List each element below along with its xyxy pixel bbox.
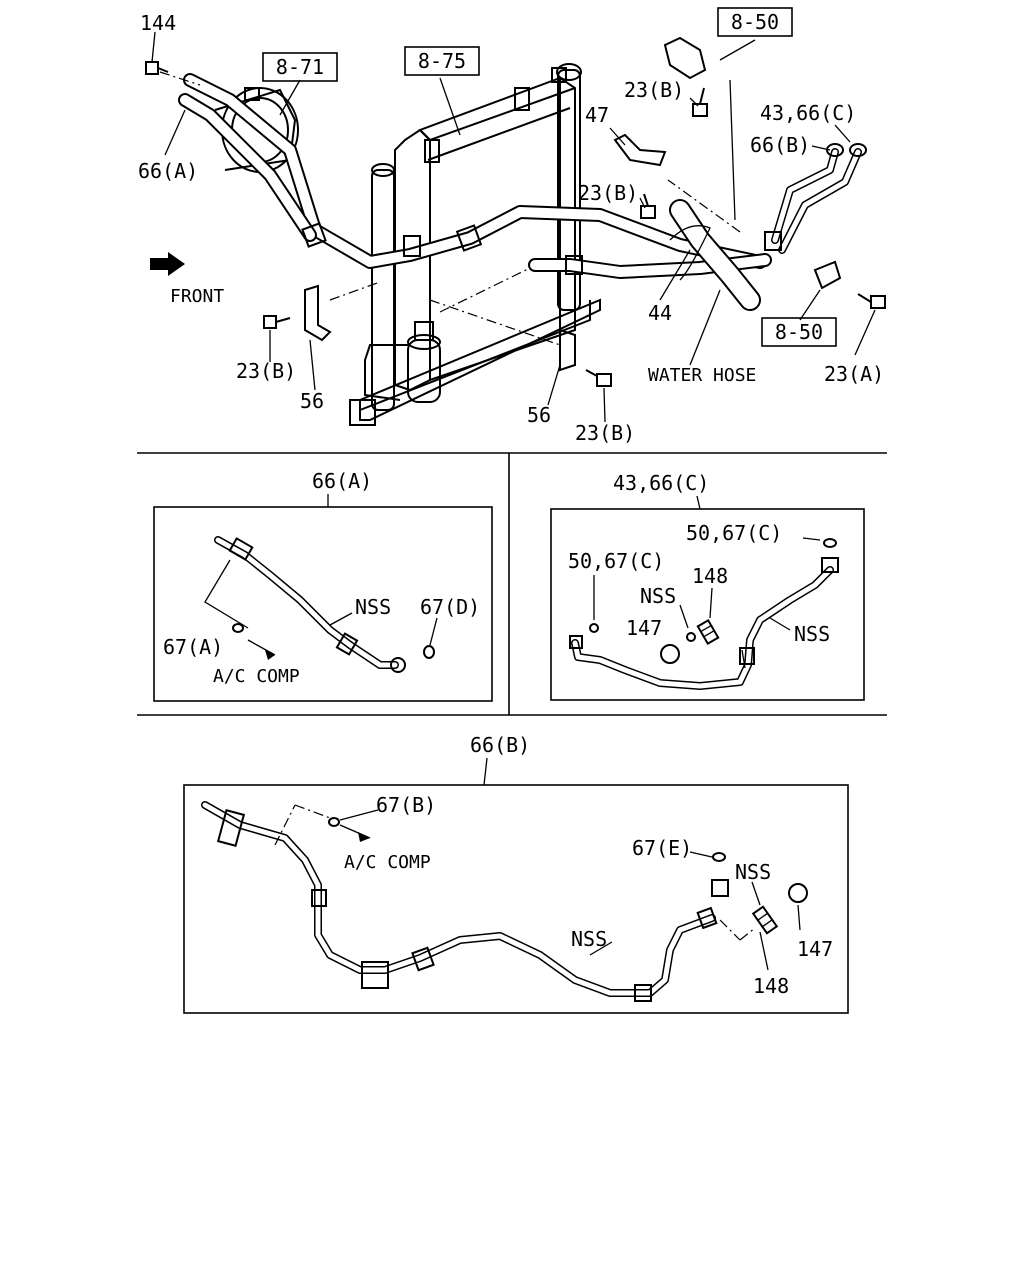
label-water-hose: WATER HOSE bbox=[648, 365, 756, 386]
main-view: 8-71 8-75 8-50 8-50 144 66(A) FRONT 23(B… bbox=[138, 7, 886, 445]
panel-66a-frame bbox=[153, 506, 493, 702]
ref-box-8-71 bbox=[262, 52, 338, 82]
bolts bbox=[145, 61, 886, 387]
panel-66b-147: 147 bbox=[797, 937, 833, 961]
ref-box-8-75 bbox=[404, 46, 480, 76]
panel-43-66c: 43,66(C) 50,67(C) 50,67(C) 148 NSS 147 N… bbox=[550, 471, 865, 701]
panel-66a-67a: 67(A) bbox=[163, 635, 223, 659]
panel-43-66c-frame bbox=[550, 508, 865, 701]
label-23b-left: 23(B) bbox=[236, 359, 296, 383]
panel-43-66c-title: 43,66(C) bbox=[613, 471, 709, 495]
label-23b-top: 23(B) bbox=[624, 78, 684, 102]
ref-8-50-top: 8-50 bbox=[731, 10, 779, 34]
panel-66b-title: 66(B) bbox=[470, 733, 530, 757]
panel-66b-ac-comp: A/C COMP bbox=[344, 852, 431, 873]
ref-8-50-bottom: 8-50 bbox=[775, 320, 823, 344]
label-44: 44 bbox=[648, 301, 672, 325]
arrow-icon bbox=[150, 252, 185, 276]
water-hose bbox=[669, 199, 761, 311]
panel-66b-frame bbox=[183, 784, 849, 1014]
panel-66b: 66(B) 67(B) A/C COMP 67(E) NSS NSS 147 bbox=[183, 733, 849, 1014]
label-23b-bottom: 23(B) bbox=[575, 421, 635, 445]
label-144: 144 bbox=[140, 11, 176, 35]
label-23a: 23(A) bbox=[824, 362, 884, 386]
panel-66a: 66(A) NSS 67(D) 67(A) A/C COMP bbox=[153, 469, 493, 702]
panel-66b-nss-right: NSS bbox=[735, 860, 771, 884]
label-56-left: 56 bbox=[300, 389, 324, 413]
panel-43-66c-147: 147 bbox=[626, 616, 662, 640]
condenser bbox=[349, 63, 601, 426]
ref-box-8-50-bottom bbox=[761, 317, 837, 347]
panel-43-66c-nss-small: NSS bbox=[640, 584, 676, 608]
label-23b-mid: 23(B) bbox=[578, 181, 638, 205]
panel-43-66c-nss-right: NSS bbox=[794, 622, 830, 646]
label-43-66c: 43,66(C) bbox=[760, 101, 856, 125]
panel-66a-ac-comp: A/C COMP bbox=[213, 666, 300, 687]
panel-66b-67e: 67(E) bbox=[632, 836, 692, 860]
panel-43-66c-50-67c-right: 50,67(C) bbox=[686, 521, 782, 545]
panel-66a-67d: 67(D) bbox=[420, 595, 480, 619]
receiver-drier bbox=[364, 321, 441, 403]
panel-66b-148: 148 bbox=[753, 974, 789, 998]
panel-43-66c-148: 148 bbox=[692, 564, 728, 588]
label-66b: 66(B) bbox=[750, 133, 810, 157]
panel-66a-nss: NSS bbox=[355, 595, 391, 619]
label-front: FRONT bbox=[170, 286, 224, 307]
label-56-bottom: 56 bbox=[527, 403, 551, 427]
brackets bbox=[304, 36, 842, 372]
label-66a: 66(A) bbox=[138, 159, 198, 183]
leader-lines bbox=[151, 31, 876, 423]
ref-8-71: 8-71 bbox=[276, 55, 324, 79]
label-47: 47 bbox=[585, 103, 609, 127]
panel-66b-nss-mid: NSS bbox=[571, 927, 607, 951]
ref-box-8-50-top bbox=[717, 7, 793, 37]
panel-66a-title: 66(A) bbox=[312, 469, 372, 493]
ref-8-75: 8-75 bbox=[418, 49, 466, 73]
panel-43-66c-50-67c-left: 50,67(C) bbox=[568, 549, 664, 573]
panel-66b-67b: 67(B) bbox=[376, 793, 436, 817]
